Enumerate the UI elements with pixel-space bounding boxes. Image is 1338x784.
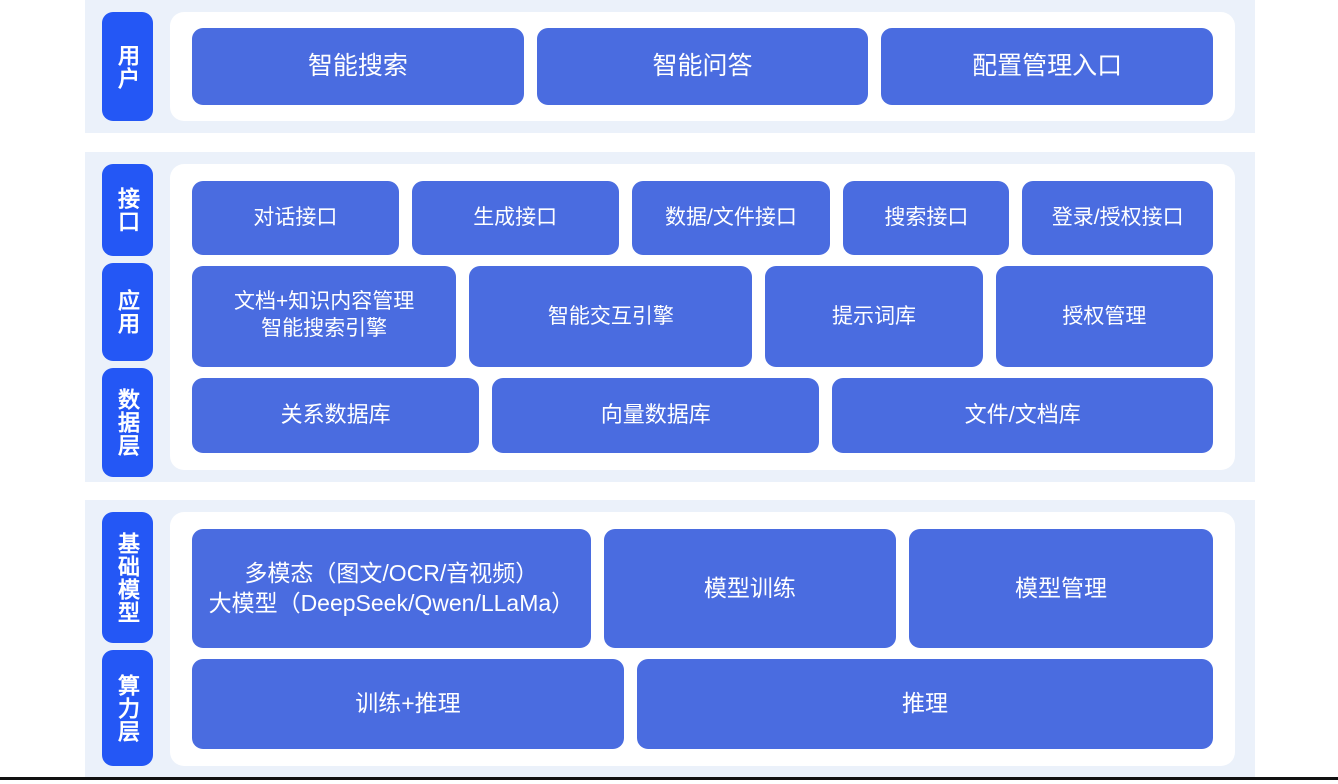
card-doc-knowledge-management[interactable]: 文档+知识内容管理 智能搜索引擎 [192, 266, 457, 367]
band-user: 用户 智能搜索 智能问答 配置管理入口 [85, 0, 1255, 133]
card-dialog-interface[interactable]: 对话接口 [192, 181, 399, 256]
layer-chip-data[interactable]: 数据层 [102, 368, 153, 477]
panel-user: 智能搜索 智能问答 配置管理入口 [170, 12, 1235, 121]
bottom-rule-divider [0, 777, 1338, 780]
panel-infrastructure: 多模态（图文/OCR/音视频） 大模型（DeepSeek/Qwen/LLaMa）… [170, 512, 1235, 766]
card-search-interface[interactable]: 搜索接口 [843, 181, 1010, 256]
row-application-modules: 文档+知识内容管理 智能搜索引擎 智能交互引擎 提示词库 授权管理 [192, 266, 1213, 367]
panel-middle: 对话接口 生成接口 数据/文件接口 搜索接口 登录/授权接口 文档+知识内容管理… [170, 164, 1235, 470]
layer-chip-application[interactable]: 应用 [102, 263, 153, 361]
card-relational-database[interactable]: 关系数据库 [192, 377, 480, 453]
card-vector-database[interactable]: 向量数据库 [492, 377, 820, 453]
row-data-stores: 关系数据库 向量数据库 文件/文档库 [192, 377, 1213, 453]
row-user-entries: 智能搜索 智能问答 配置管理入口 [192, 28, 1214, 105]
card-generation-interface[interactable]: 生成接口 [411, 181, 619, 256]
card-smart-interaction-engine[interactable]: 智能交互引擎 [469, 266, 753, 367]
card-config-management-entry[interactable]: 配置管理入口 [881, 28, 1214, 105]
card-model-management[interactable]: 模型管理 [908, 529, 1213, 648]
card-training-inference[interactable]: 训练+推理 [192, 659, 624, 750]
card-smart-search[interactable]: 智能搜索 [192, 28, 524, 105]
card-smart-qa[interactable]: 智能问答 [536, 28, 869, 105]
card-login-auth-interface[interactable]: 登录/授权接口 [1022, 181, 1213, 256]
layer-chip-compute[interactable]: 算力层 [102, 650, 153, 766]
layer-chip-api[interactable]: 接口 [102, 164, 153, 256]
chip-column-infrastructure: 基础模型 算力层 [85, 500, 158, 778]
row-compute-resources: 训练+推理 推理 [192, 659, 1213, 750]
card-data-file-interface[interactable]: 数据/文件接口 [631, 181, 831, 256]
row-model-capabilities: 多模态（图文/OCR/音视频） 大模型（DeepSeek/Qwen/LLaMa）… [192, 529, 1213, 648]
band-infrastructure: 基础模型 算力层 多模态（图文/OCR/音视频） 大模型（DeepSeek/Qw… [85, 500, 1255, 778]
card-file-document-store[interactable]: 文件/文档库 [832, 377, 1213, 453]
card-prompt-library[interactable]: 提示词库 [765, 266, 983, 367]
layer-chip-foundation-model[interactable]: 基础模型 [102, 512, 153, 643]
chip-column-user: 用户 [85, 0, 158, 133]
card-inference[interactable]: 推理 [636, 659, 1213, 750]
card-model-training[interactable]: 模型训练 [603, 529, 896, 648]
row-api-interfaces: 对话接口 生成接口 数据/文件接口 搜索接口 登录/授权接口 [192, 181, 1213, 256]
band-middle: 接口 应用 数据层 对话接口 生成接口 数据/文件接口 搜索接口 登录/授权接口… [85, 152, 1255, 482]
chip-column-middle: 接口 应用 数据层 [85, 152, 158, 482]
card-multimodal-large-model[interactable]: 多模态（图文/OCR/音视频） 大模型（DeepSeek/Qwen/LLaMa） [192, 529, 591, 648]
card-authorization-management[interactable]: 授权管理 [995, 266, 1213, 367]
layer-chip-user[interactable]: 用户 [102, 12, 153, 121]
